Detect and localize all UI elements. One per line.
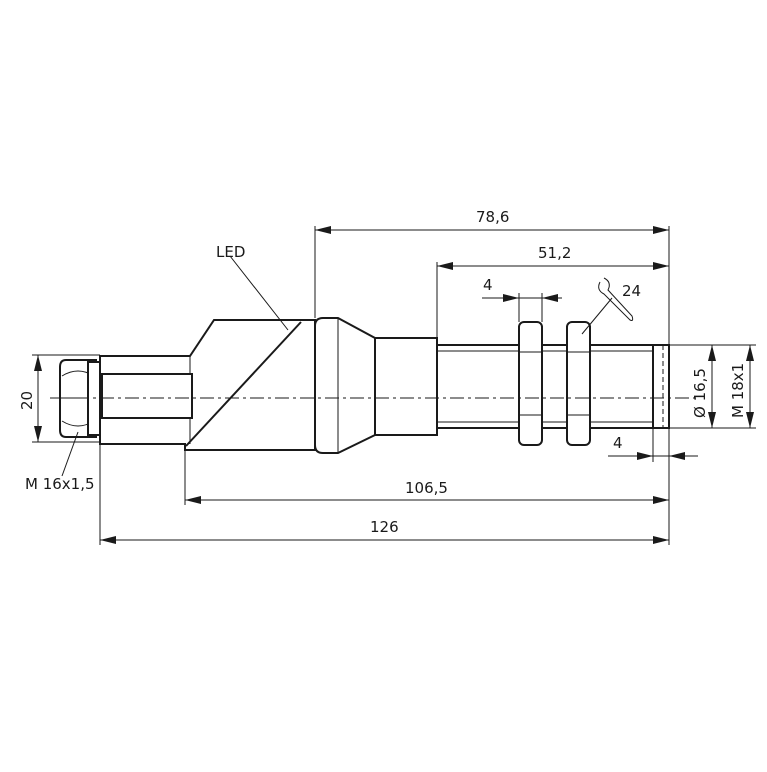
- wrench-size-label: 24: [622, 282, 641, 300]
- inner-diameter-label: Ø 16,5: [691, 368, 709, 418]
- threaded-sleeve: [436, 344, 654, 429]
- extension-lines: [32, 226, 756, 545]
- body-length-label: 106,5: [405, 479, 448, 497]
- tip-length-label: 4: [613, 434, 623, 452]
- labels: LED M 16x1,5 24 78,6 51,2 4 4 106,5 126 …: [18, 208, 747, 536]
- conical-housing: [314, 317, 376, 454]
- hex-nut-1: [518, 321, 543, 446]
- leader-lines: [61, 255, 613, 477]
- outer-thread-label: M 18x1: [729, 363, 747, 418]
- connector-height-label: 20: [18, 391, 36, 410]
- overall-length-label: 126: [370, 518, 399, 536]
- sensor-length-label: 78,6: [476, 208, 509, 226]
- thread-length-label: 51,2: [538, 244, 571, 262]
- sensor-neck: [374, 337, 438, 436]
- dimension-lines: [34, 226, 754, 544]
- led-label: LED: [216, 243, 245, 261]
- connector-thread-label: M 16x1,5: [25, 475, 95, 493]
- connector-slot: [101, 373, 193, 419]
- hex-nut-2: [566, 321, 591, 446]
- sensor-body: [59, 317, 670, 454]
- sensing-face: [652, 344, 670, 429]
- nut-width-label: 4: [483, 276, 493, 294]
- wrench-icon: [598, 277, 634, 321]
